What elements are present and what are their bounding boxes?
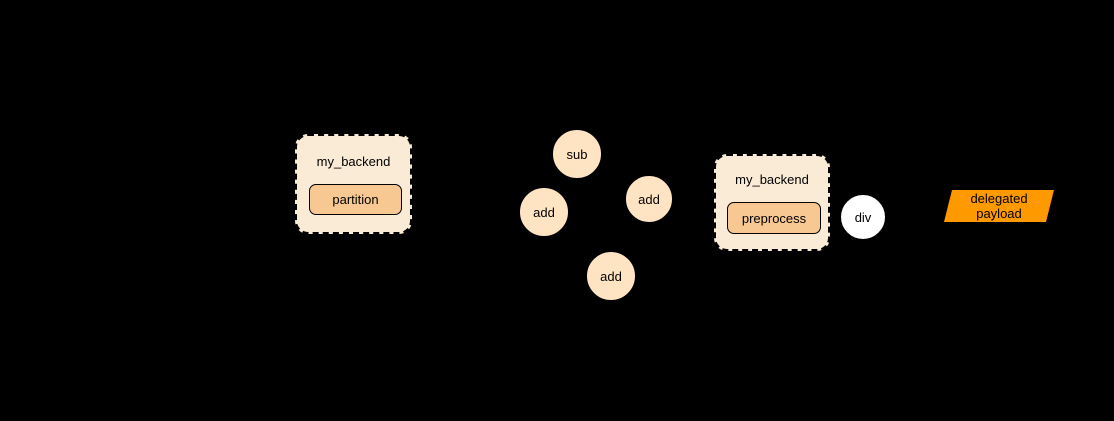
op-node-sub: sub: [552, 129, 602, 179]
backend-group-partition: my_backend partition: [295, 134, 412, 234]
backend-group-title: my_backend: [316, 154, 391, 169]
payload-label-line1: delegated: [970, 191, 1028, 206]
op-node-add-bottom: add: [586, 251, 636, 301]
backend-group-title: my_backend: [735, 172, 809, 187]
op-node-div: div: [840, 194, 886, 240]
payload-label-line2: payload: [976, 206, 1022, 221]
op-node-add-left: add: [519, 187, 569, 237]
preprocess-node: preprocess: [727, 202, 821, 234]
delegated-payload-node: delegated payload: [944, 190, 1054, 222]
partition-node: partition: [309, 184, 402, 215]
backend-group-preprocess: my_backend preprocess: [714, 154, 830, 251]
op-node-add-right: add: [625, 175, 673, 223]
